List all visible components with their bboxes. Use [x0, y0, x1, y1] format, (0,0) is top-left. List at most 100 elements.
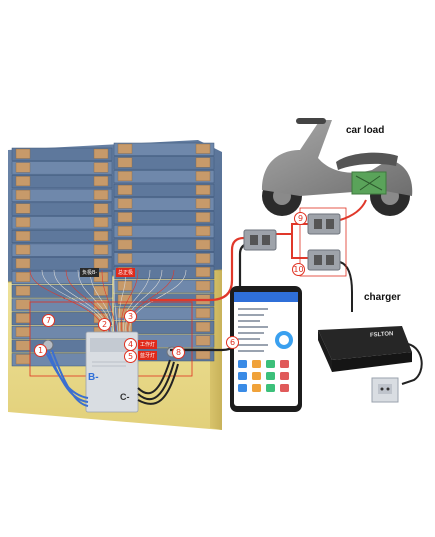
phone-text-line	[238, 326, 268, 328]
red-wire-main	[150, 236, 245, 302]
busbar-tab	[15, 230, 31, 241]
callout-10: 10	[292, 263, 305, 276]
phone-app-button	[252, 360, 261, 368]
battery-cell	[11, 161, 113, 175]
balance-wire	[101, 269, 117, 333]
busbar-tab	[15, 299, 31, 310]
battery-cell	[11, 147, 113, 161]
busbar-tab	[195, 321, 211, 332]
phone-app-button	[252, 384, 261, 392]
phone-text-line	[238, 338, 260, 340]
wire-to-charger	[339, 261, 353, 312]
phone-app-button	[266, 360, 275, 368]
wire-to-scooter	[339, 199, 367, 221]
busbar-tab	[195, 143, 211, 154]
busbar-tab	[117, 294, 133, 305]
busbar-tab	[93, 217, 109, 228]
battery-cell	[113, 320, 215, 334]
busbar-tab	[195, 239, 211, 250]
busbar-tab	[15, 326, 31, 337]
busbar-tab	[195, 267, 211, 277]
busbar-tab	[15, 176, 31, 187]
phone-data-lines	[238, 308, 268, 352]
work-light-tag: 工作灯	[138, 340, 158, 349]
battery-cell	[11, 257, 113, 271]
busbar-tab	[117, 253, 133, 264]
phone-app-button	[266, 384, 275, 392]
busbar-tab	[93, 285, 109, 296]
battery-cell	[113, 142, 215, 156]
phone-text-line	[238, 344, 268, 346]
phone-button-grid	[238, 360, 289, 392]
busbar-tab	[15, 203, 31, 214]
battery-cell	[11, 216, 113, 230]
busbar-tab	[93, 244, 109, 255]
battery-cell	[113, 252, 215, 266]
charger-label: charger	[364, 292, 401, 303]
busbar-tab	[15, 354, 31, 365]
busbar-tab	[195, 198, 211, 209]
car-load-label: car load	[346, 125, 385, 136]
bms-b-minus-label: B-	[88, 372, 99, 383]
balance-wire	[121, 269, 139, 333]
neg-terminal-tag: 负极B-	[80, 268, 100, 277]
scooter-image	[262, 118, 413, 216]
busbar-tab	[195, 280, 211, 291]
phone-app-button	[238, 384, 247, 392]
busbar-tab	[195, 253, 211, 264]
load-connector	[307, 213, 341, 235]
anderson-connector-icon	[243, 229, 277, 251]
phone-text-line	[238, 320, 260, 322]
busbar-tab	[15, 285, 31, 296]
callout-6: 6	[226, 336, 239, 349]
busbar-tab	[195, 335, 211, 346]
busbar-tab	[117, 143, 133, 154]
battery-cell	[11, 284, 113, 298]
balance-wire	[123, 269, 151, 333]
phone-app-button	[266, 372, 275, 380]
battery-cell	[11, 243, 113, 257]
battery-cell	[113, 156, 215, 170]
busbar-tab	[15, 258, 31, 269]
phone-app-button	[238, 372, 247, 380]
callout-8: 8	[172, 346, 185, 359]
phone-text-line	[238, 308, 268, 310]
phone-app-button	[238, 360, 247, 368]
phone-mockup	[230, 286, 302, 412]
phone-text-line	[238, 314, 264, 316]
battery-cell	[113, 183, 215, 197]
callout-1: 1	[34, 344, 47, 357]
phone-header-bar	[234, 292, 298, 302]
busbar-tab	[195, 308, 211, 319]
charger-unit	[318, 326, 423, 385]
busbar-tab	[93, 230, 109, 241]
busbar-tab	[93, 258, 109, 269]
busbar-tab	[15, 244, 31, 255]
busbar-tab	[195, 157, 211, 168]
busbar-tab	[93, 189, 109, 200]
busbar-tab	[15, 189, 31, 200]
busbar-tab	[195, 184, 211, 195]
callout-9: 9	[294, 212, 307, 225]
busbar-tab	[15, 313, 31, 324]
callout-2: 2	[98, 318, 111, 331]
phone-app-button	[252, 372, 261, 380]
charger-connector	[307, 249, 341, 271]
red-wire-load	[276, 223, 308, 235]
callout-4: 4	[124, 338, 137, 351]
busbar-tab	[93, 176, 109, 187]
battery-cell	[11, 188, 113, 202]
busbar-tab	[117, 198, 133, 209]
red-wire-charger	[291, 234, 308, 259]
phone-app-button	[280, 372, 289, 380]
battery-cell	[11, 312, 113, 326]
callout-5: 5	[124, 350, 137, 363]
phone-text-line	[238, 332, 264, 334]
callout-3: 3	[124, 310, 137, 323]
connector-highlight	[299, 207, 347, 277]
bms-cables	[43, 347, 179, 407]
busbar-tab	[15, 162, 31, 173]
phone-app-button	[280, 384, 289, 392]
busbar-tab	[15, 217, 31, 228]
